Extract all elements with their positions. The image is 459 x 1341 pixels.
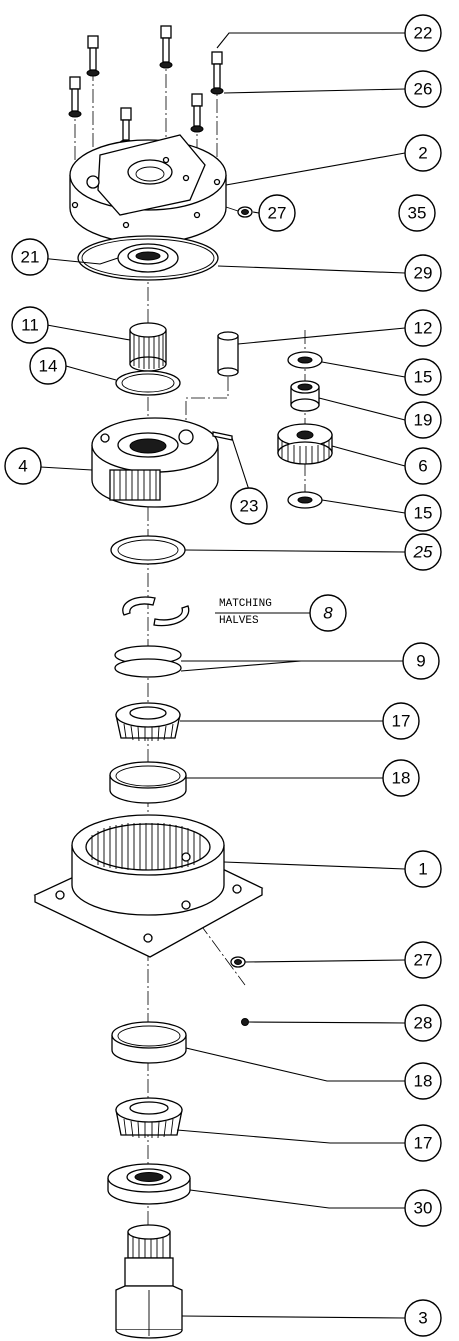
split-ring-halves (122, 596, 190, 627)
grease-fitting-lower (230, 956, 246, 968)
idler-gear (277, 423, 333, 465)
bolt (190, 93, 204, 133)
svg-text:18: 18 (414, 1072, 433, 1091)
svg-text:30: 30 (414, 1199, 433, 1218)
callout-4: 4 (4, 447, 42, 485)
callout-26: 26 (404, 70, 442, 108)
leader-lines (22, 32, 406, 1319)
svg-text:11: 11 (21, 316, 39, 335)
svg-text:18: 18 (392, 769, 411, 788)
svg-text:26: 26 (414, 80, 433, 99)
output-shaft (115, 1224, 183, 1339)
matching-halves-note: MATCHING HALVES (219, 598, 272, 627)
seal-21 (117, 243, 179, 273)
callout-15-bottom: 15 (404, 494, 442, 532)
svg-text:19: 19 (414, 411, 433, 430)
svg-text:15: 15 (414, 504, 433, 523)
note-halves: HALVES (219, 615, 259, 627)
pin (217, 331, 239, 377)
svg-text:25: 25 (413, 543, 433, 562)
pipe-plug (241, 1018, 249, 1026)
svg-text:29: 29 (414, 264, 433, 283)
svg-text:6: 6 (418, 457, 427, 476)
needle-bearing (290, 380, 320, 412)
svg-text:9: 9 (416, 652, 425, 671)
retaining-rings (114, 645, 182, 678)
callout-18-lower: 18 (404, 1062, 442, 1100)
seal-30 (107, 1163, 191, 1205)
key-23 (212, 431, 233, 441)
planet-carrier (91, 417, 219, 508)
callout-6: 6 (404, 447, 442, 485)
svg-text:4: 4 (18, 457, 27, 476)
svg-text:21: 21 (21, 248, 40, 267)
callout-9: 9 (402, 642, 440, 680)
callout-11: 11 (11, 306, 49, 344)
thrust-washer-14 (115, 370, 181, 396)
svg-text:22: 22 (414, 24, 433, 43)
callout-21: 21 (11, 238, 49, 276)
bearing-cone-upper (115, 702, 181, 742)
svg-text:2: 2 (418, 144, 427, 163)
housing-cover (69, 134, 227, 244)
sun-gear (129, 322, 167, 372)
callout-19: 19 (404, 401, 442, 439)
bearing-cup-upper (109, 761, 187, 804)
svg-text:23: 23 (240, 497, 259, 516)
bolt (210, 51, 224, 95)
svg-text:1: 1 (418, 860, 427, 879)
callout-18-upper: 18 (382, 759, 420, 797)
bolt (159, 25, 173, 69)
callout-27-top: 27 (258, 194, 296, 232)
svg-text:28: 28 (414, 1014, 433, 1033)
callout-25: 25 (404, 533, 442, 571)
svg-text:35: 35 (408, 204, 427, 223)
plug-center-line (185, 904, 246, 986)
note-matching: MATCHING (219, 598, 272, 610)
idler-washer-bottom (287, 491, 323, 509)
callout-3: 3 (404, 1299, 442, 1337)
callout-35: 35 (398, 194, 436, 232)
bearing-cup-lower (111, 1021, 187, 1064)
svg-text:12: 12 (414, 319, 433, 338)
svg-text:15: 15 (414, 368, 433, 387)
idler-washer-top (287, 351, 323, 369)
callout-29: 29 (404, 254, 442, 292)
bearing-cone-lower (115, 1097, 183, 1139)
callout-15-top: 15 (404, 358, 442, 396)
grease-fitting-top (225, 206, 253, 218)
callout-1: 1 (404, 850, 442, 888)
svg-text:17: 17 (414, 1134, 433, 1153)
callout-22: 22 (404, 14, 442, 52)
svg-text:27: 27 (414, 951, 433, 970)
callout-27-lower: 27 (404, 941, 442, 979)
callout-28: 28 (404, 1004, 442, 1042)
bolts-and-washers (68, 25, 224, 147)
callout-17-lower: 17 (404, 1124, 442, 1162)
svg-text:8: 8 (323, 604, 333, 623)
bolt (86, 35, 100, 77)
ring-gear-housing (33, 814, 264, 958)
pin-center-line (185, 372, 229, 437)
callout-23: 23 (230, 487, 268, 525)
callout-8: 8 (309, 594, 347, 632)
bolt (68, 76, 82, 118)
svg-text:27: 27 (268, 204, 287, 223)
callout-17-upper: 17 (382, 702, 420, 740)
callout-30: 30 (404, 1189, 442, 1227)
svg-text:17: 17 (392, 712, 411, 731)
washer-25 (110, 535, 186, 565)
svg-text:3: 3 (418, 1309, 427, 1328)
svg-text:14: 14 (39, 357, 58, 376)
callout-2: 2 (404, 134, 442, 172)
callout-12: 12 (404, 309, 442, 347)
callout-14: 14 (29, 347, 67, 385)
